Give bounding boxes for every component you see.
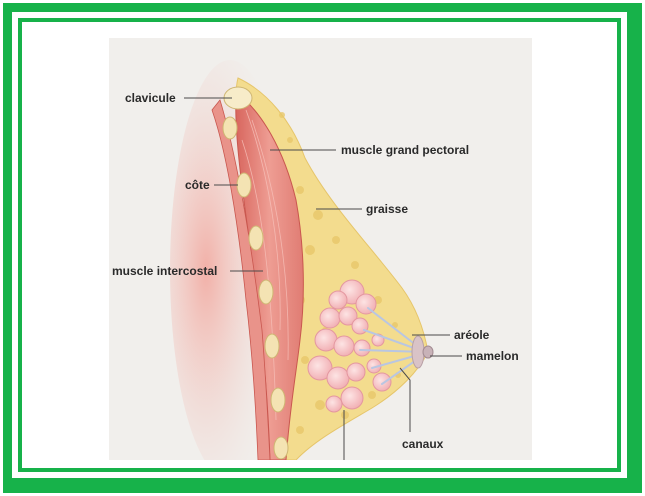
intercostal-muscle-label: muscle intercostal <box>112 264 218 278</box>
rib-label: côte <box>185 178 210 192</box>
areola <box>411 335 425 369</box>
milk-ducts <box>359 307 426 385</box>
fat-label: graisse <box>366 202 409 216</box>
nipple <box>422 345 434 359</box>
clavicle-label: clavicule <box>125 91 176 105</box>
nipple-label: mamelon <box>466 349 519 363</box>
ducts-label: canaux <box>402 437 444 451</box>
intercostal-muscle <box>211 99 271 460</box>
pectoral-muscle-label: muscle grand pectoral <box>341 143 470 157</box>
milk-lobules <box>307 279 392 413</box>
leader-lines <box>184 97 462 460</box>
muscle-fibers <box>241 109 289 421</box>
areola-label: aréole <box>454 328 490 342</box>
